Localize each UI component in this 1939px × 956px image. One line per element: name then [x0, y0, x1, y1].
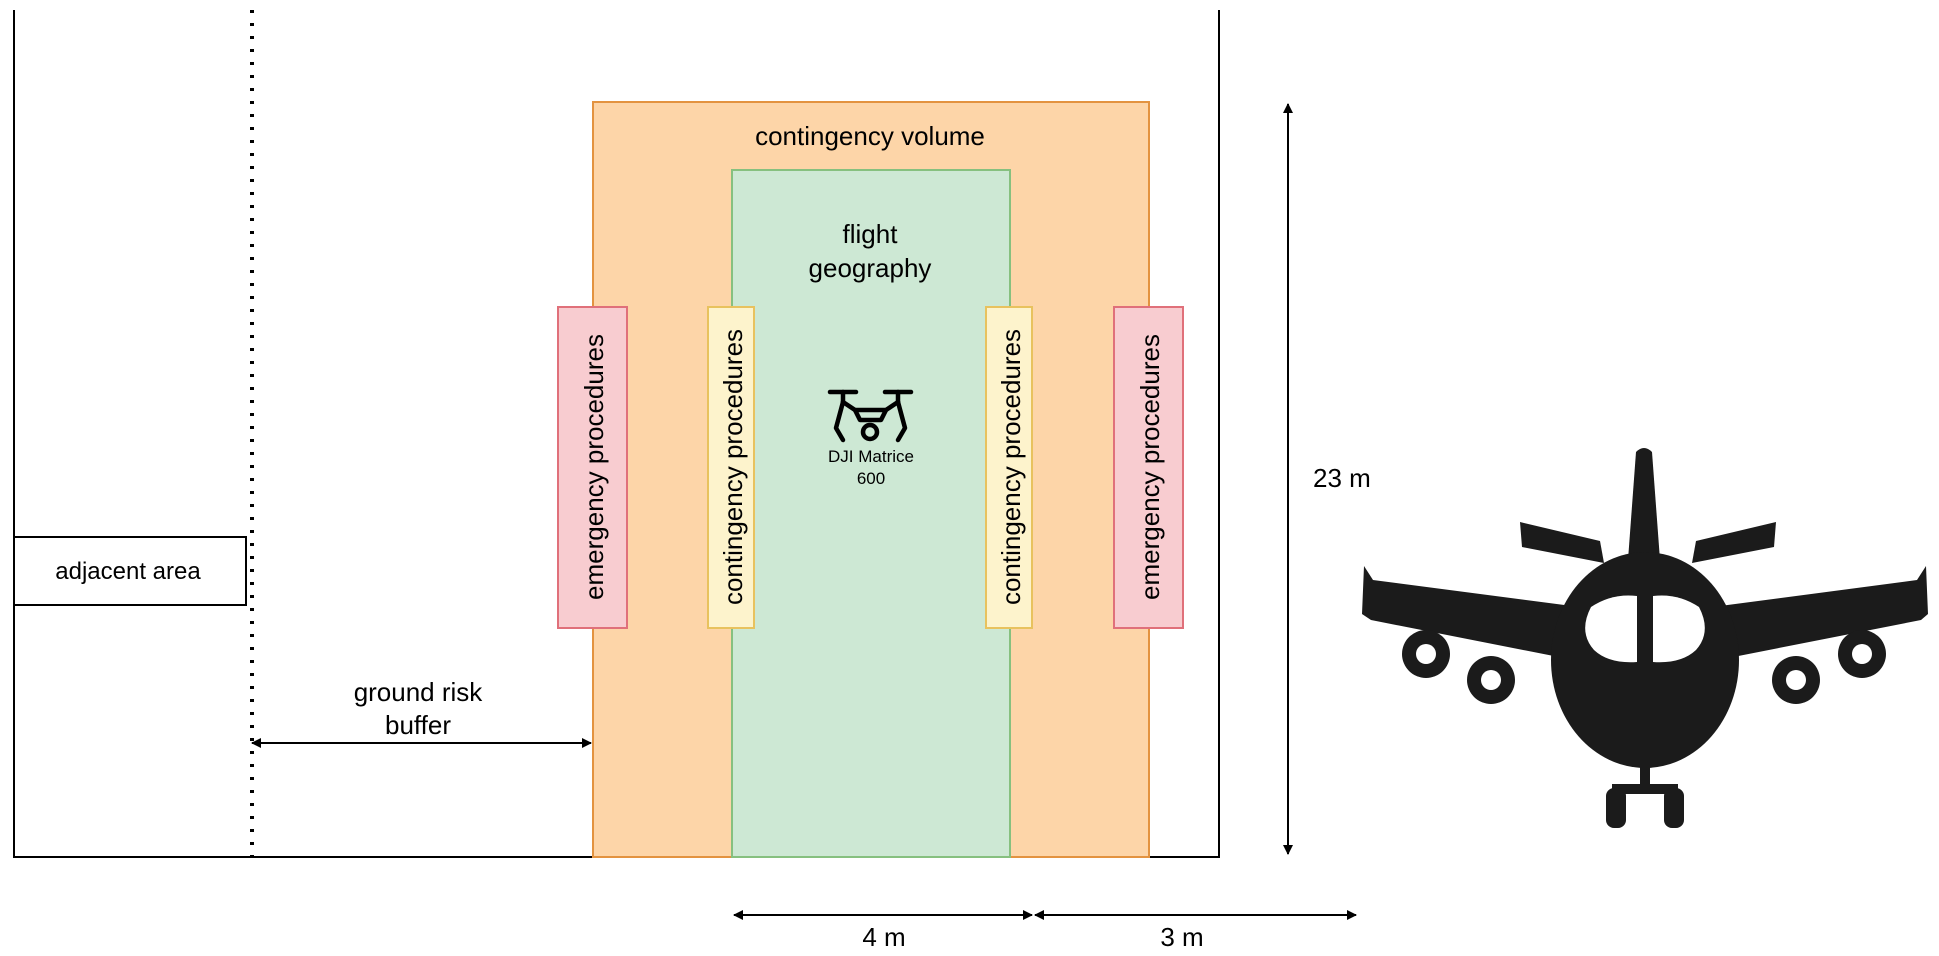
- contingency-procedures-right: [985, 306, 1033, 629]
- flight-geography-label-line1: flight: [843, 219, 899, 249]
- flight-geography-label-line2: geography: [809, 253, 932, 283]
- emergency-procedures-right: [1113, 306, 1184, 629]
- emergency-procedures-right-label: emergency procedures: [1135, 334, 1165, 600]
- drone-icon: [827, 389, 914, 443]
- emergency-procedures-left: [557, 306, 628, 629]
- drone-model-label-line2: 600: [857, 469, 885, 488]
- adjacent-area-label: adjacent area: [55, 558, 201, 585]
- flight-width-dimension-label: 4 m: [862, 922, 905, 952]
- drone-model-label-line1: DJI Matrice: [828, 447, 914, 466]
- adjacent-area-box: [13, 536, 247, 606]
- ground-risk-buffer-label-line2: buffer: [385, 710, 451, 740]
- contingency-procedures-right-label: contingency procedures: [996, 329, 1026, 605]
- airplane-icon: [1362, 448, 1928, 828]
- height-dimension-label: 23 m: [1313, 463, 1371, 493]
- emergency-procedures-left-label: emergency procedures: [579, 334, 609, 600]
- ground-risk-buffer-label-line1: ground risk: [354, 677, 484, 707]
- contingency-width-dimension-label: 3 m: [1160, 922, 1203, 952]
- contingency-volume-label: contingency volume: [755, 121, 985, 151]
- flight-geography: [731, 169, 1011, 858]
- contingency-procedures-left: [707, 306, 755, 629]
- contingency-procedures-left-label: contingency procedures: [718, 329, 748, 605]
